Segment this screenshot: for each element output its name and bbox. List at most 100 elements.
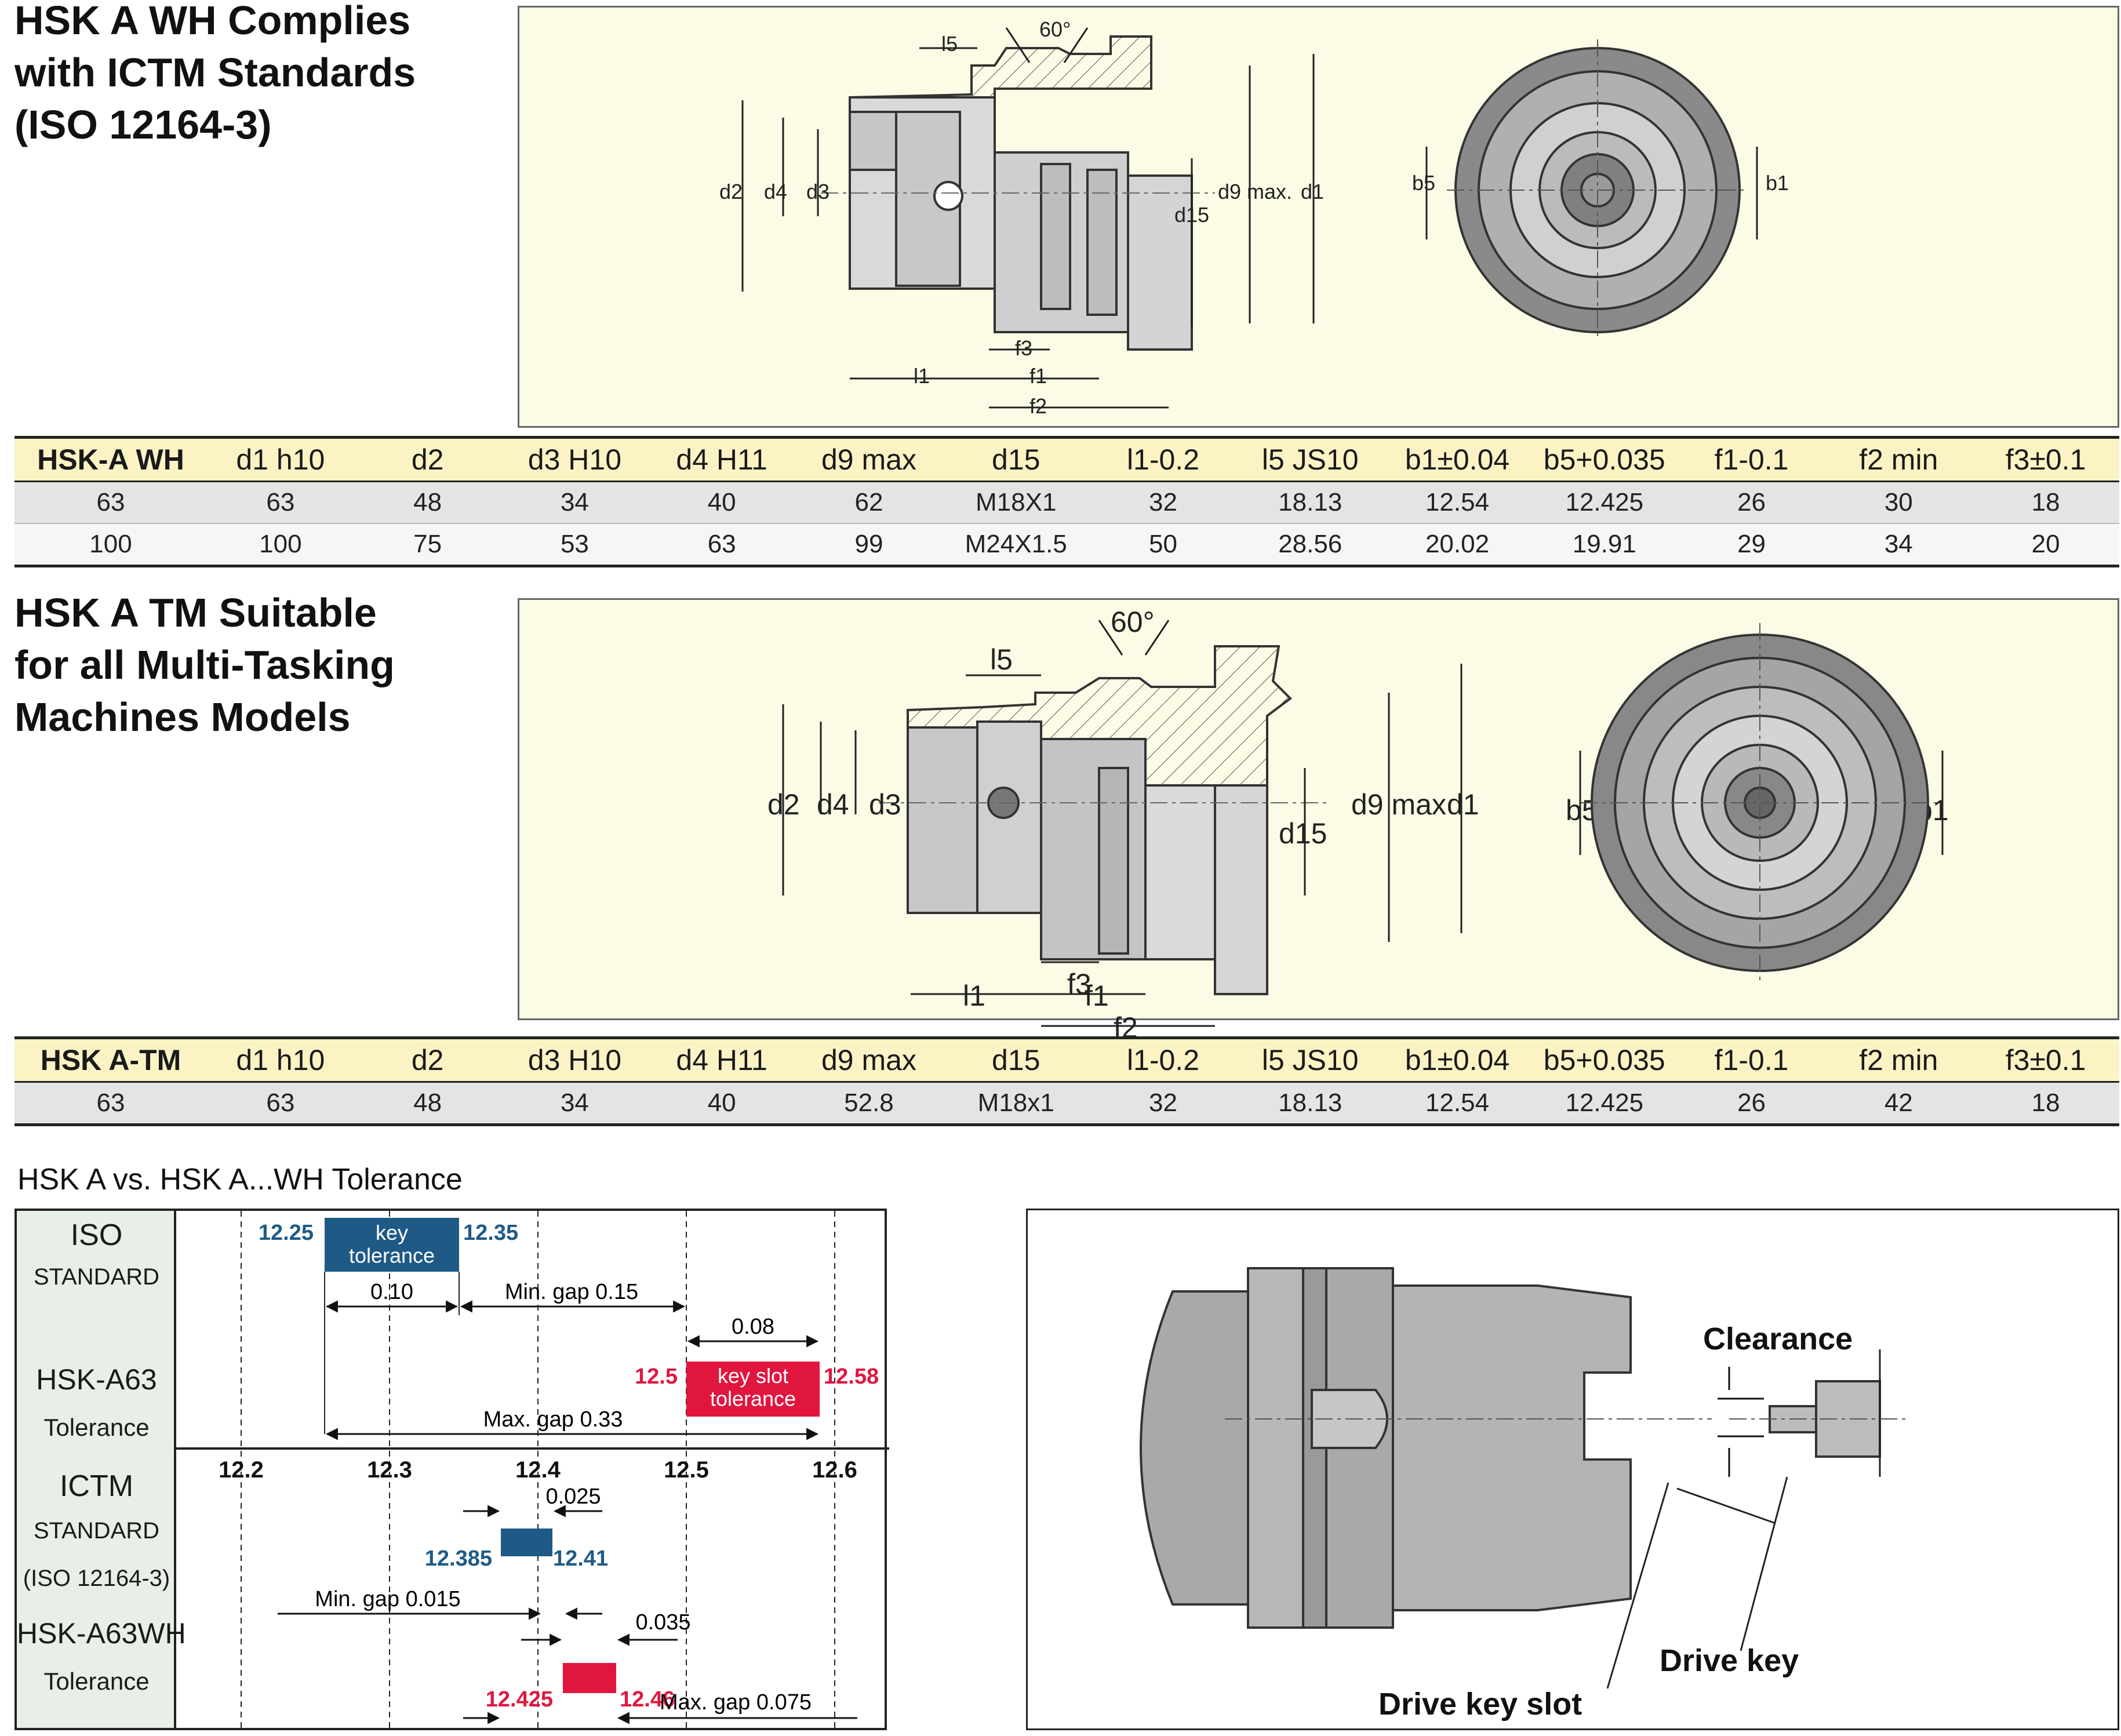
side-label-ictm-standard: STANDARD: [33, 1518, 160, 1544]
wh-d1-label: d1: [1301, 180, 1324, 203]
table-header-row: HSK-A WH d1 h10 d2 d3 H10 d4 H11 d9 max …: [14, 436, 2119, 482]
table-cell: 63: [207, 1082, 354, 1126]
tm-f3-label: f3: [1067, 968, 1092, 1000]
table-cell: 29: [1678, 523, 1825, 567]
ictm-key-tolerance-bar: [501, 1528, 552, 1556]
a63-slot-high-label: 12.58: [824, 1364, 879, 1389]
drive-key-diagram: Clearance Drive key Drive key slot: [1026, 1209, 2119, 1730]
table-cell: 18: [1972, 481, 2119, 524]
wh-d9-label: d9 max.: [1218, 180, 1292, 203]
axis-tick-label: 12.6: [812, 1457, 857, 1483]
a63-slot-span-label: 0.08: [732, 1315, 774, 1339]
table-header-cell: l1-0.2: [1089, 1036, 1237, 1083]
table-cell: 34: [501, 1082, 649, 1126]
wh-dimension-lines: [741, 27, 1315, 409]
iso-key-low-label: 12.25: [259, 1221, 314, 1245]
wh-f1-label: f1: [1029, 364, 1047, 388]
wh-technical-drawing: 60° l5 d2 d4 d3 d15 d9 max. d1 f3 f1 l1 …: [719, 17, 1789, 418]
drive-key-label: Drive key: [1660, 1643, 1799, 1678]
tolerance-axis-ticks: 12.2 12.3 12.4 12.5 12.6: [219, 1457, 857, 1483]
table-cell: 63: [14, 481, 207, 524]
table-cell: 100: [14, 523, 207, 567]
table-cell: 48: [354, 481, 501, 524]
drive-key-slot-label: Drive key slot: [1378, 1687, 1582, 1722]
table-cell: 12.54: [1384, 481, 1531, 524]
table-cell: 48: [354, 1082, 501, 1126]
table-header-cell: d2: [354, 1036, 501, 1083]
drive-key-leader: [1740, 1476, 1788, 1651]
table-cell: 18: [1972, 1082, 2119, 1126]
clearance-label: Clearance: [1703, 1322, 1853, 1356]
table-cell: 26: [1678, 1082, 1825, 1126]
side-label-hska63wh-tolerance: Tolerance: [43, 1668, 150, 1695]
table-row: 63 63 48 34 40 62 M18X1 32 18.13 12.54 1…: [14, 481, 2119, 524]
table-header-cell: HSK-A WH: [14, 436, 207, 482]
tolerance-diagram: ISO STANDARD HSK-A63 Tolerance ICTM STAN…: [14, 1209, 889, 1733]
ictm-min-gap-label: Min. gap 0.015: [315, 1587, 460, 1611]
side-label-ictm: ICTM: [59, 1469, 134, 1503]
table-cell: 12.54: [1384, 1082, 1531, 1126]
ictm-max-gap-label: Max. gap 0.075: [660, 1690, 812, 1715]
ictm-key-high-label: 12.41: [553, 1546, 608, 1571]
iso-key-span-label: 0.10: [370, 1280, 413, 1304]
table-header-cell: b5+0.035: [1530, 436, 1678, 482]
table-cell: 63: [207, 481, 354, 524]
a63-slot-low-label: 12.5: [635, 1364, 678, 1389]
table-header-cell: d15: [942, 1036, 1090, 1083]
axis-tick-label: 12.3: [367, 1457, 412, 1483]
wh-angle-label: 60°: [1039, 17, 1071, 41]
side-label-iso: ISO: [70, 1218, 123, 1252]
wh-spec-table: HSK-A WH d1 h10 d2 d3 H10 d4 H11 d9 max …: [14, 436, 2119, 567]
tm-l5-label: l5: [990, 643, 1013, 676]
wh-side-profile: [821, 35, 1215, 351]
table-cell: 12.425: [1530, 1082, 1678, 1126]
iso-key-high-label: 12.35: [463, 1221, 518, 1245]
table-header-cell: d1 h10: [207, 1036, 354, 1083]
table-cell: M18x1: [942, 1082, 1090, 1126]
wh-b5-label: b5: [1412, 171, 1435, 195]
table-cell: 34: [1825, 523, 1973, 567]
drive-key-slot-leader: [1606, 1482, 1669, 1689]
table-header-cell: b5+0.035: [1530, 1036, 1678, 1083]
wh-dimension-labels: 60° l5 d2 d4 d3 d15 d9 max. d1 f3 f1 l1 …: [719, 17, 1789, 418]
wh-f3-label: f3: [1015, 336, 1032, 360]
wh-section-heading: HSK A WH Complies with ICTM Standards (I…: [14, 0, 416, 147]
drive-key-part: [1729, 1349, 1909, 1477]
iso-min-gap-label: Min. gap 0.15: [505, 1280, 638, 1304]
side-label-iso-standard: STANDARD: [33, 1264, 160, 1290]
side-label-hska63-tolerance: Tolerance: [43, 1414, 150, 1441]
table-header-cell: d3 H10: [501, 436, 649, 482]
axis-tick-label: 12.4: [515, 1457, 561, 1483]
table-header-cell: b1±0.04: [1384, 436, 1531, 482]
table-header-cell: d15: [942, 436, 1090, 482]
table-cell: 40: [648, 481, 796, 524]
table-cell: 12.425: [1530, 481, 1678, 524]
tolerance-title: HSK A vs. HSK A...WH Tolerance: [17, 1163, 463, 1196]
table-cell: 50: [1089, 523, 1237, 567]
wh-l5-label: l5: [941, 32, 958, 56]
table-header-cell: d4 H11: [648, 1036, 796, 1083]
wh-d4-label: d4: [764, 180, 787, 203]
table-header-cell: l1-0.2: [1089, 436, 1237, 482]
tool-holder-body: [1140, 1267, 1712, 1629]
table-header-cell: f3±0.1: [1972, 436, 2119, 482]
tm-angle-label: 60°: [1111, 606, 1155, 638]
tm-spec-table: HSK A-TM d1 h10 d2 d3 H10 d4 H11 d9 max …: [14, 1036, 2119, 1126]
table-header-cell: l5 JS10: [1236, 1036, 1384, 1083]
ictm-key-span-label: 0.025: [545, 1484, 601, 1509]
tm-d1-label: d1: [1447, 788, 1479, 821]
side-label-hska63wh: HSK-A63WH: [17, 1617, 186, 1650]
table-cell: 28.56: [1236, 523, 1384, 567]
table-header-cell: b1±0.04: [1384, 1036, 1531, 1083]
table-cell: 99: [795, 523, 943, 567]
table-cell: 19.91: [1530, 523, 1678, 567]
table-header-cell: d2: [354, 436, 501, 482]
tm-d2-label: d2: [767, 788, 800, 821]
table-header-cell: d4 H11: [648, 436, 796, 482]
wh-f2-label: f2: [1029, 394, 1047, 418]
table-header-cell: f3±0.1: [1972, 1036, 2119, 1083]
tm-d4-label: d4: [817, 788, 849, 821]
tm-end-view: [1579, 623, 1944, 982]
table-cell: 100: [207, 523, 354, 567]
